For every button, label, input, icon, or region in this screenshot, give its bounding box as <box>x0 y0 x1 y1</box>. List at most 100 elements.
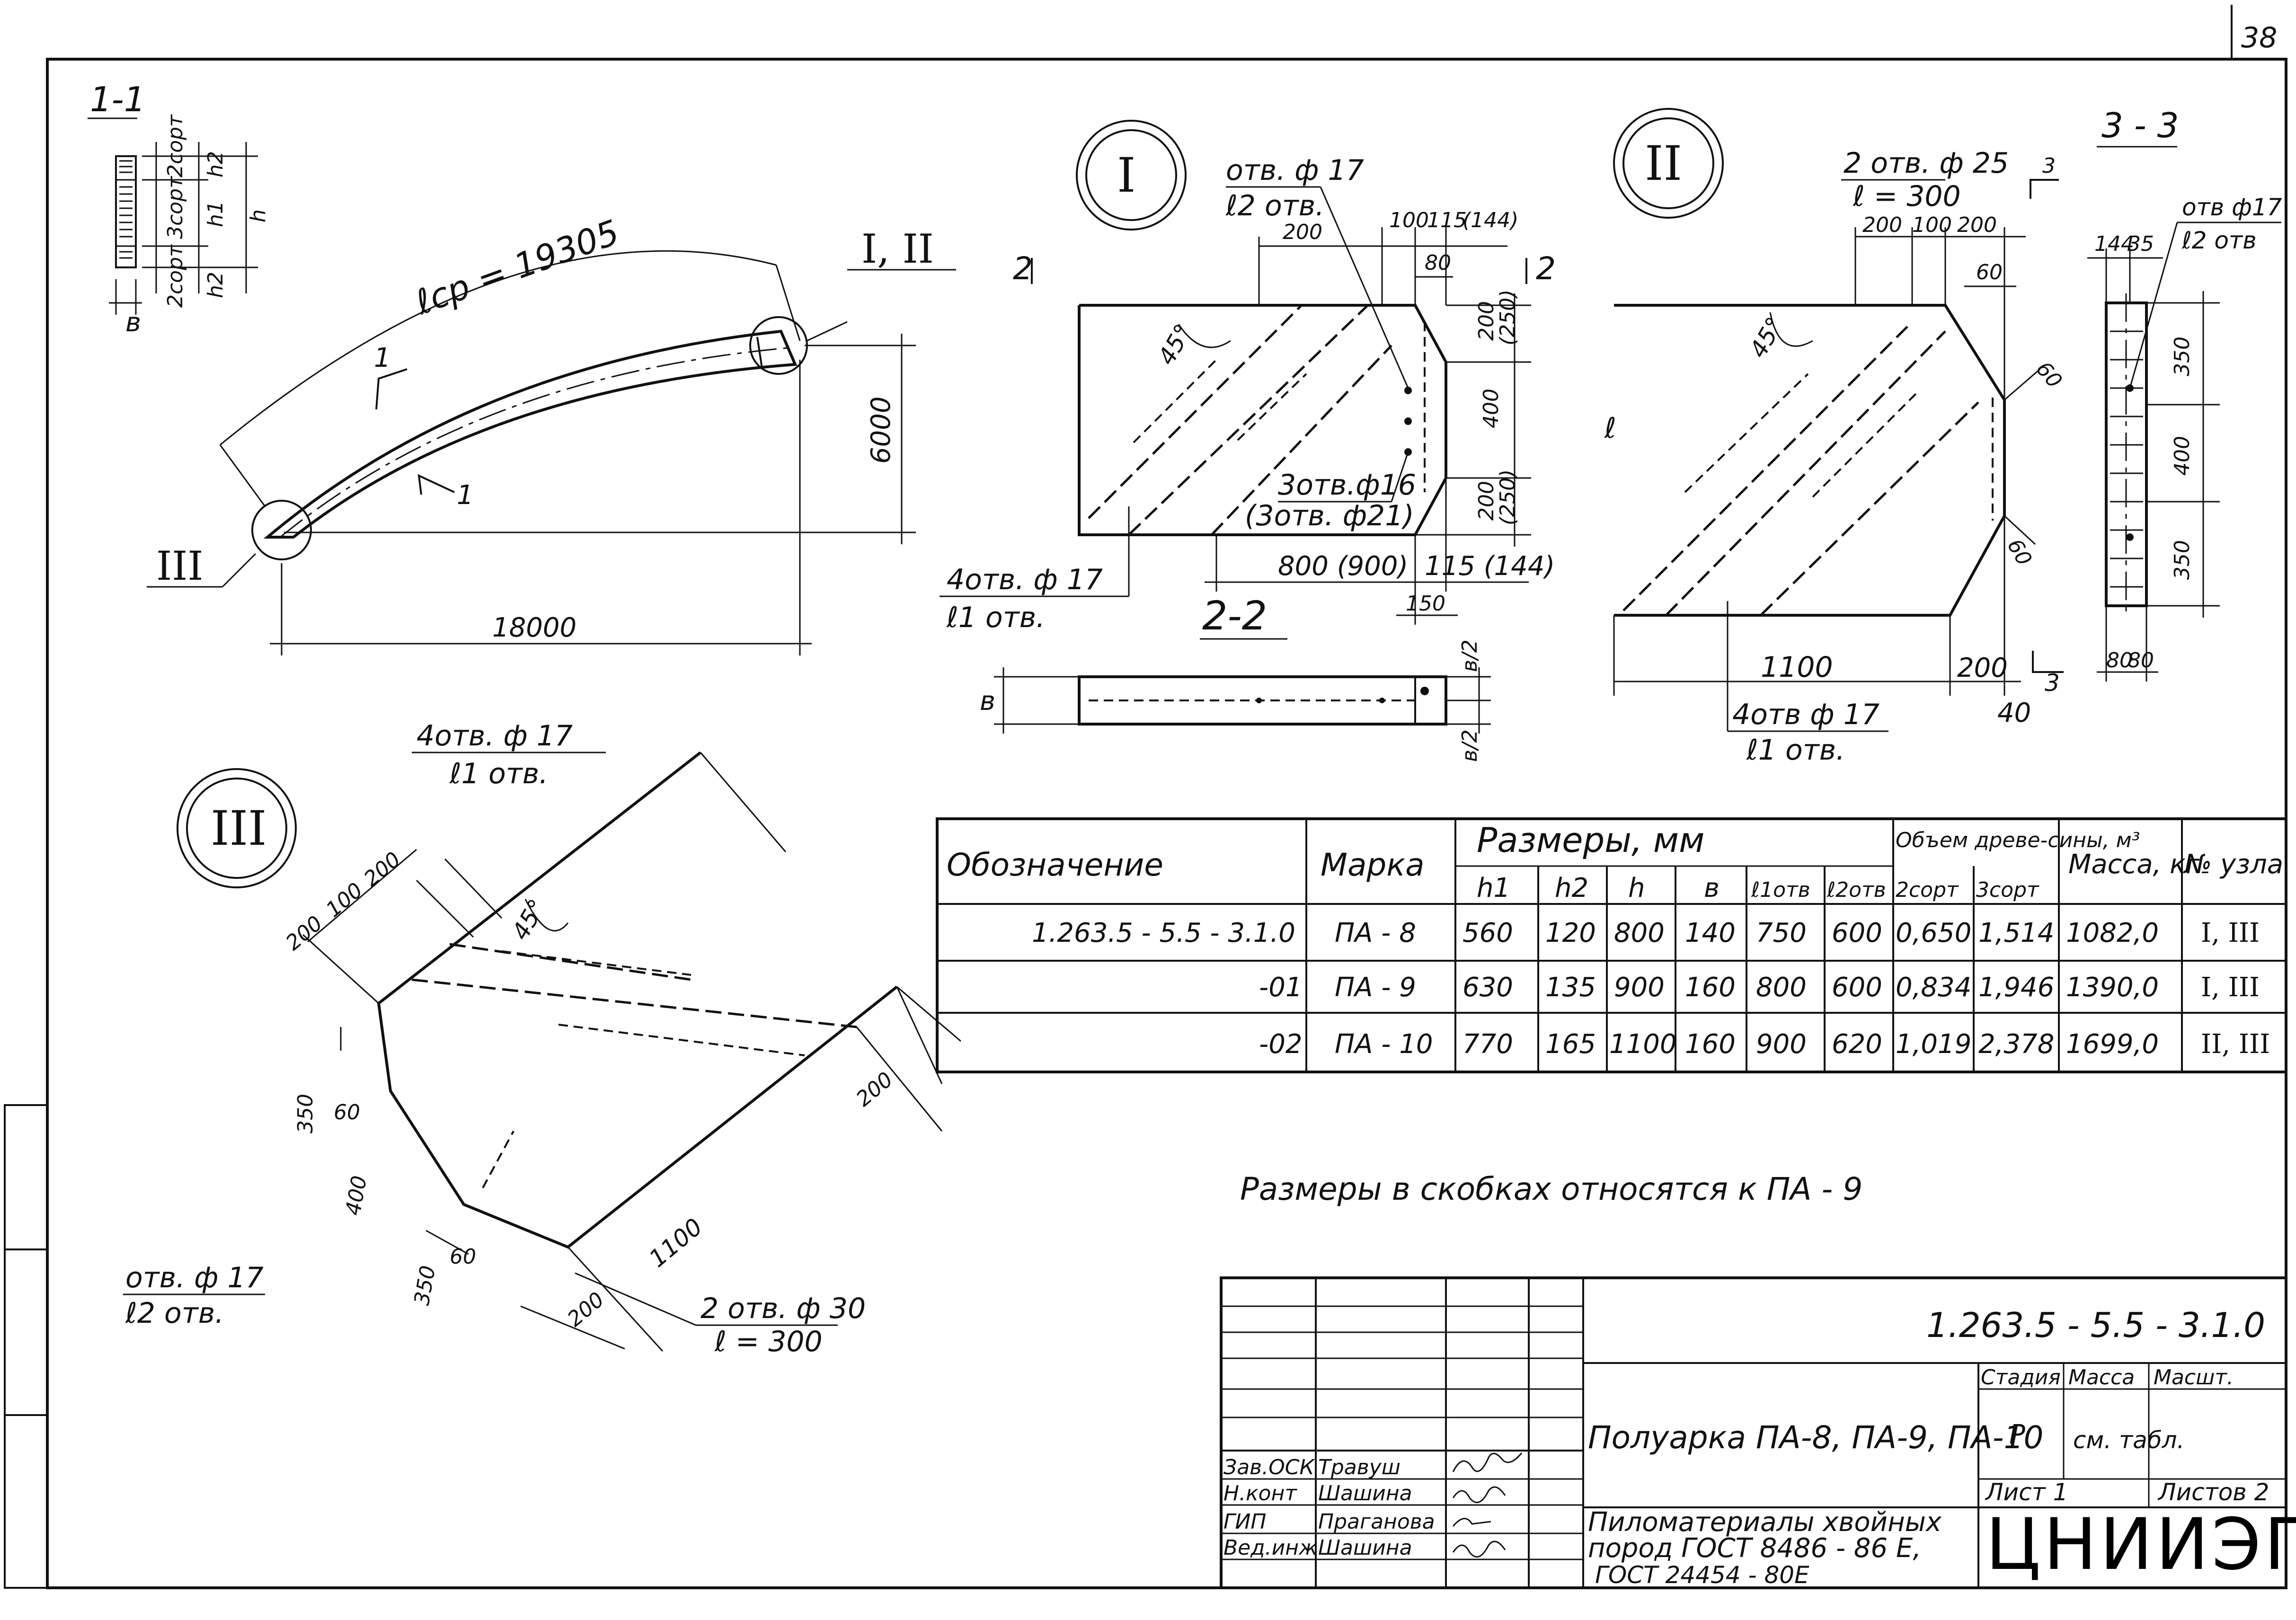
node-I-dim-right-200a: 200 <box>1474 301 1498 341</box>
table-subheader-l2: ℓ2отв <box>1826 878 1886 902</box>
table-subheader-h2: h2 <box>1555 873 1588 903</box>
table-row-1-mark: ПА - 9 <box>1335 972 1416 1003</box>
table-row-2-node: II, III <box>2201 1029 2270 1060</box>
node-I-dim-bottom-800: 800 (900) <box>1278 551 1408 582</box>
arch-span: 18000 <box>492 612 576 643</box>
table-row-0-designation: 1.263.5 - 5.5 - 3.1.0 <box>1032 918 1295 948</box>
node-II-section-mark-top: 3 <box>2042 154 2056 178</box>
node-I-section-mark-left: 2 <box>1013 250 1033 287</box>
node-II-dim-1100: 1100 <box>1761 651 1833 684</box>
section-3-3-dim-80-right: 80 <box>2128 648 2154 673</box>
table-row-1-l2: 600 <box>1832 972 1882 1003</box>
title-block-mass-header: Масса <box>2068 1365 2135 1390</box>
node-I-section-mark-right: 2 <box>1536 250 1556 287</box>
node-III-dim-350-bottom: 350 <box>410 1264 441 1307</box>
table-row-1-node: I, III <box>2201 972 2260 1003</box>
table-row-2-h: 1100 <box>1609 1029 1677 1060</box>
node-II: II 45° ℓ 2 отв. ф 25 ℓ = 300 200 100 200… <box>1604 108 2067 767</box>
section-3-3-title: 3 - 3 <box>2101 106 2179 145</box>
section-2-2-title: 2-2 <box>1202 593 1267 639</box>
section-3-3: 3 - 3 отв ф17 ℓ2 отв 144 35 350 400 3 <box>2087 106 2282 682</box>
table-header-node: № узла <box>2183 849 2283 880</box>
section-3-3-holes-length: ℓ2 отв <box>2181 227 2257 254</box>
arch-section-mark-top: 1 <box>374 343 391 373</box>
table-subheader-sort3: 3сорт <box>1976 878 2039 902</box>
table-row-2-b: 160 <box>1685 1029 1736 1060</box>
node-II-dim-60-upper: 60 <box>2031 357 2067 393</box>
node-III-holes-top-length: ℓ1 отв. <box>449 757 548 790</box>
node-III-holes-left-count: отв. ф 17 <box>125 1261 264 1294</box>
title-block-stage-header: Стадия <box>1981 1365 2061 1390</box>
title-block-doc-code: 1.263.5 - 5.5 - 3.1.0 <box>1926 1305 2265 1345</box>
section-1-1-dim-h1: h1 <box>204 201 228 227</box>
node-I-dim-115-top: 115 <box>1427 208 1467 232</box>
table-subheader-sort2: 2сорт <box>1896 878 1959 902</box>
table-row-1-l1: 800 <box>1756 972 1807 1003</box>
node-III-holes-bottom-length: ℓ = 300 <box>714 1325 823 1358</box>
title-block-sheets: Листов 2 <box>2157 1478 2269 1506</box>
table-row-2-h2: 165 <box>1545 1029 1596 1060</box>
title-block-name-0: Травуш <box>1318 1455 1401 1479</box>
table-row-1-mass: 1390,0 <box>2066 972 2159 1003</box>
node-III-holes-left-length: ℓ2 отв. <box>125 1297 224 1330</box>
table-row-2-h1: 770 <box>1463 1029 1513 1060</box>
section-1-1-dim-h2-bottom: h2 <box>204 272 228 298</box>
table-row-0-sort3: 1,514 <box>1978 918 2054 948</box>
section-1-1: 1-1 в 2сорт 3сорт 2сорт h2 h1 h2 h <box>88 80 270 338</box>
table-row-1-sort3: 1,946 <box>1978 972 2054 1003</box>
section-3-3-dim-350-bottom: 350 <box>2170 540 2194 580</box>
section-3-3-dim-144: 144 <box>2094 232 2134 256</box>
node-I-dim-100-top: 100 <box>1389 208 1429 232</box>
section-1-1-dim-h2-top: h2 <box>204 151 228 177</box>
node-I-dim-right-400: 400 <box>1479 389 1503 428</box>
title-block-mass: см. табл. <box>2073 1426 2184 1454</box>
spec-table: Обозначение Марка Размеры, мм Объем древ… <box>936 817 2287 1073</box>
section-3-3-dim-400: 400 <box>2170 436 2194 476</box>
node-III-dim-60-top: 60 <box>334 1100 360 1124</box>
node-II-holes-bottom-length: ℓ1 отв. <box>1746 734 1845 767</box>
table-row-0-h1: 560 <box>1463 918 1513 948</box>
node-II-dim-40-bottom: 40 <box>1997 698 2031 728</box>
node-III-dim-200-right: 200 <box>851 1067 897 1111</box>
node-I-holes-mid-alt: (3отв. ф21) <box>1245 499 1414 532</box>
node-I-circle-label: I <box>1117 148 1136 203</box>
table-row-1-h2: 135 <box>1545 972 1596 1003</box>
table-header-mass: Масса, кг <box>2068 849 2200 880</box>
section-2-2-b-label: в <box>980 686 995 717</box>
table-header-volume: Объем древе-сины, м³ <box>1896 828 2140 852</box>
table-row-0-h2: 120 <box>1545 918 1596 948</box>
table-row-0-h: 800 <box>1614 918 1665 948</box>
node-II-dim-60-top: 60 <box>1976 260 2003 284</box>
table-row-1-b: 160 <box>1685 972 1736 1003</box>
node-II-l-label: ℓ <box>1604 412 1616 445</box>
node-III-holes-top-count: 4отв. ф 17 <box>417 719 573 752</box>
table-header-mark: Марка <box>1321 847 1425 883</box>
node-II-holes-bottom-count: 4отв ф 17 <box>1732 698 1879 731</box>
signature-marks <box>1452 1452 1523 1558</box>
title-block-name-1: Шашина <box>1318 1481 1412 1505</box>
node-I-holes-top-count: отв. ф 17 <box>1226 154 1364 187</box>
node-II-section-mark-bottom: 3 <box>2045 669 2060 697</box>
sheet-corner-number: 38 <box>2241 21 2277 54</box>
node-I-holes-top-length: ℓ2 отв. <box>1225 189 1324 222</box>
node-II-dim-100-top: 100 <box>1912 213 1952 237</box>
node-III-dim-350-top: 350 <box>293 1094 318 1133</box>
node-I-dim-80-top: 80 <box>1425 251 1451 275</box>
section-3-3-dim-350-top: 350 <box>2170 336 2194 376</box>
title-block-materials-1: Пиломатериалы хвойных <box>1588 1507 1942 1538</box>
table-row-2-mass: 1699,0 <box>2066 1029 2159 1060</box>
node-II-dim-200-bottom: 200 <box>1957 653 2008 683</box>
table-row-0-l2: 600 <box>1832 918 1882 948</box>
table-row-2-mark: ПА - 10 <box>1335 1029 1433 1060</box>
title-block-role-0: Зав.ОСК <box>1223 1455 1315 1479</box>
table-row-1-designation: -01 <box>1259 972 1302 1003</box>
section-1-1-dim-sort2-bottom: 2сорт <box>163 244 187 308</box>
sheet-frame: 38 <box>4 5 2287 1589</box>
title-block-name-3: Шашина <box>1318 1536 1412 1560</box>
table-row-1-h1: 630 <box>1463 972 1513 1003</box>
table-row-0-mark: ПА - 8 <box>1335 918 1416 948</box>
title-block-materials-3: ГОСТ 24454 - 80Е <box>1595 1561 1809 1589</box>
section-1-1-dim-h: h <box>246 209 270 222</box>
section-2-2-dim-b2-top: в/2 <box>1458 639 1482 672</box>
table-header-sizes: Размеры, мм <box>1477 820 1704 860</box>
